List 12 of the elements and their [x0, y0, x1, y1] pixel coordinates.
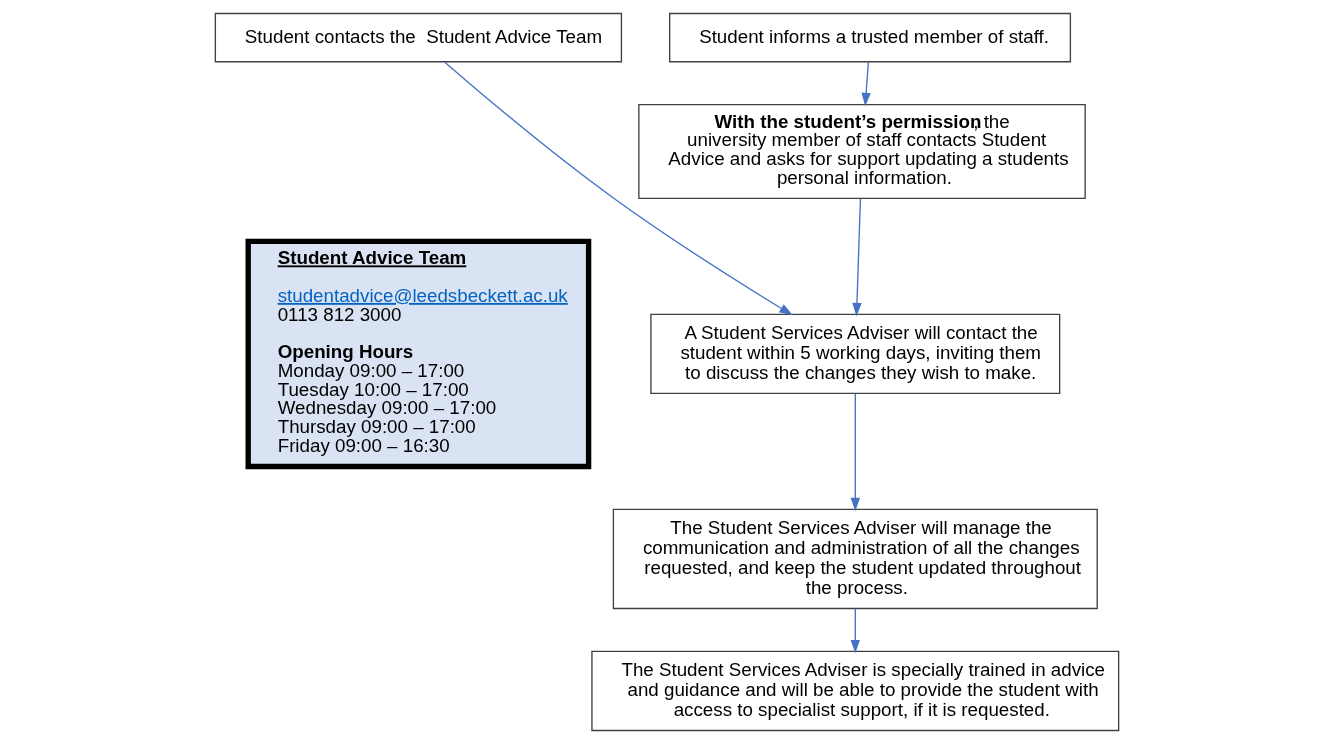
- arrow: [850, 393, 860, 512]
- node-box: A Student Services Adviser will contact the student within 5 working days, inviting them to discuss the changes they wish to make.: [650, 313, 1061, 395]
- arrow: [861, 61, 871, 107]
- node-box: The Student Services Adviser will manage the communication and administration of all the changes requested, and keep the student updated throughout the process.: [612, 508, 1098, 610]
- arrow: [444, 61, 793, 316]
- arrow: [850, 608, 860, 654]
- node-box: With the student’s permission, the university member of staff contacts Student Advice and asks for support updating a students personal information.: [638, 103, 1086, 200]
- node-box: Student contacts the Student Advice Team: [214, 12, 623, 63]
- node-box: The Student Services Adviser is specially trained in advice and guidance and will be able to provide the student with access to specialist support, if it is requested.: [591, 650, 1120, 732]
- node-box: Student Advice Team studentadvice@leedsbeckett.ac.uk 0113 812 3000 Opening Hours Monday 09:00 – 17:00 Tuesday 10:00 – 17:00 Wednesday 09:00 – 17:00 Thursday 09:00 – 17:00 Friday 09:00 – 16:30: [245, 238, 592, 470]
- arrow: [852, 198, 862, 317]
- node-box: Student informs a trusted member of staff.: [669, 12, 1072, 63]
